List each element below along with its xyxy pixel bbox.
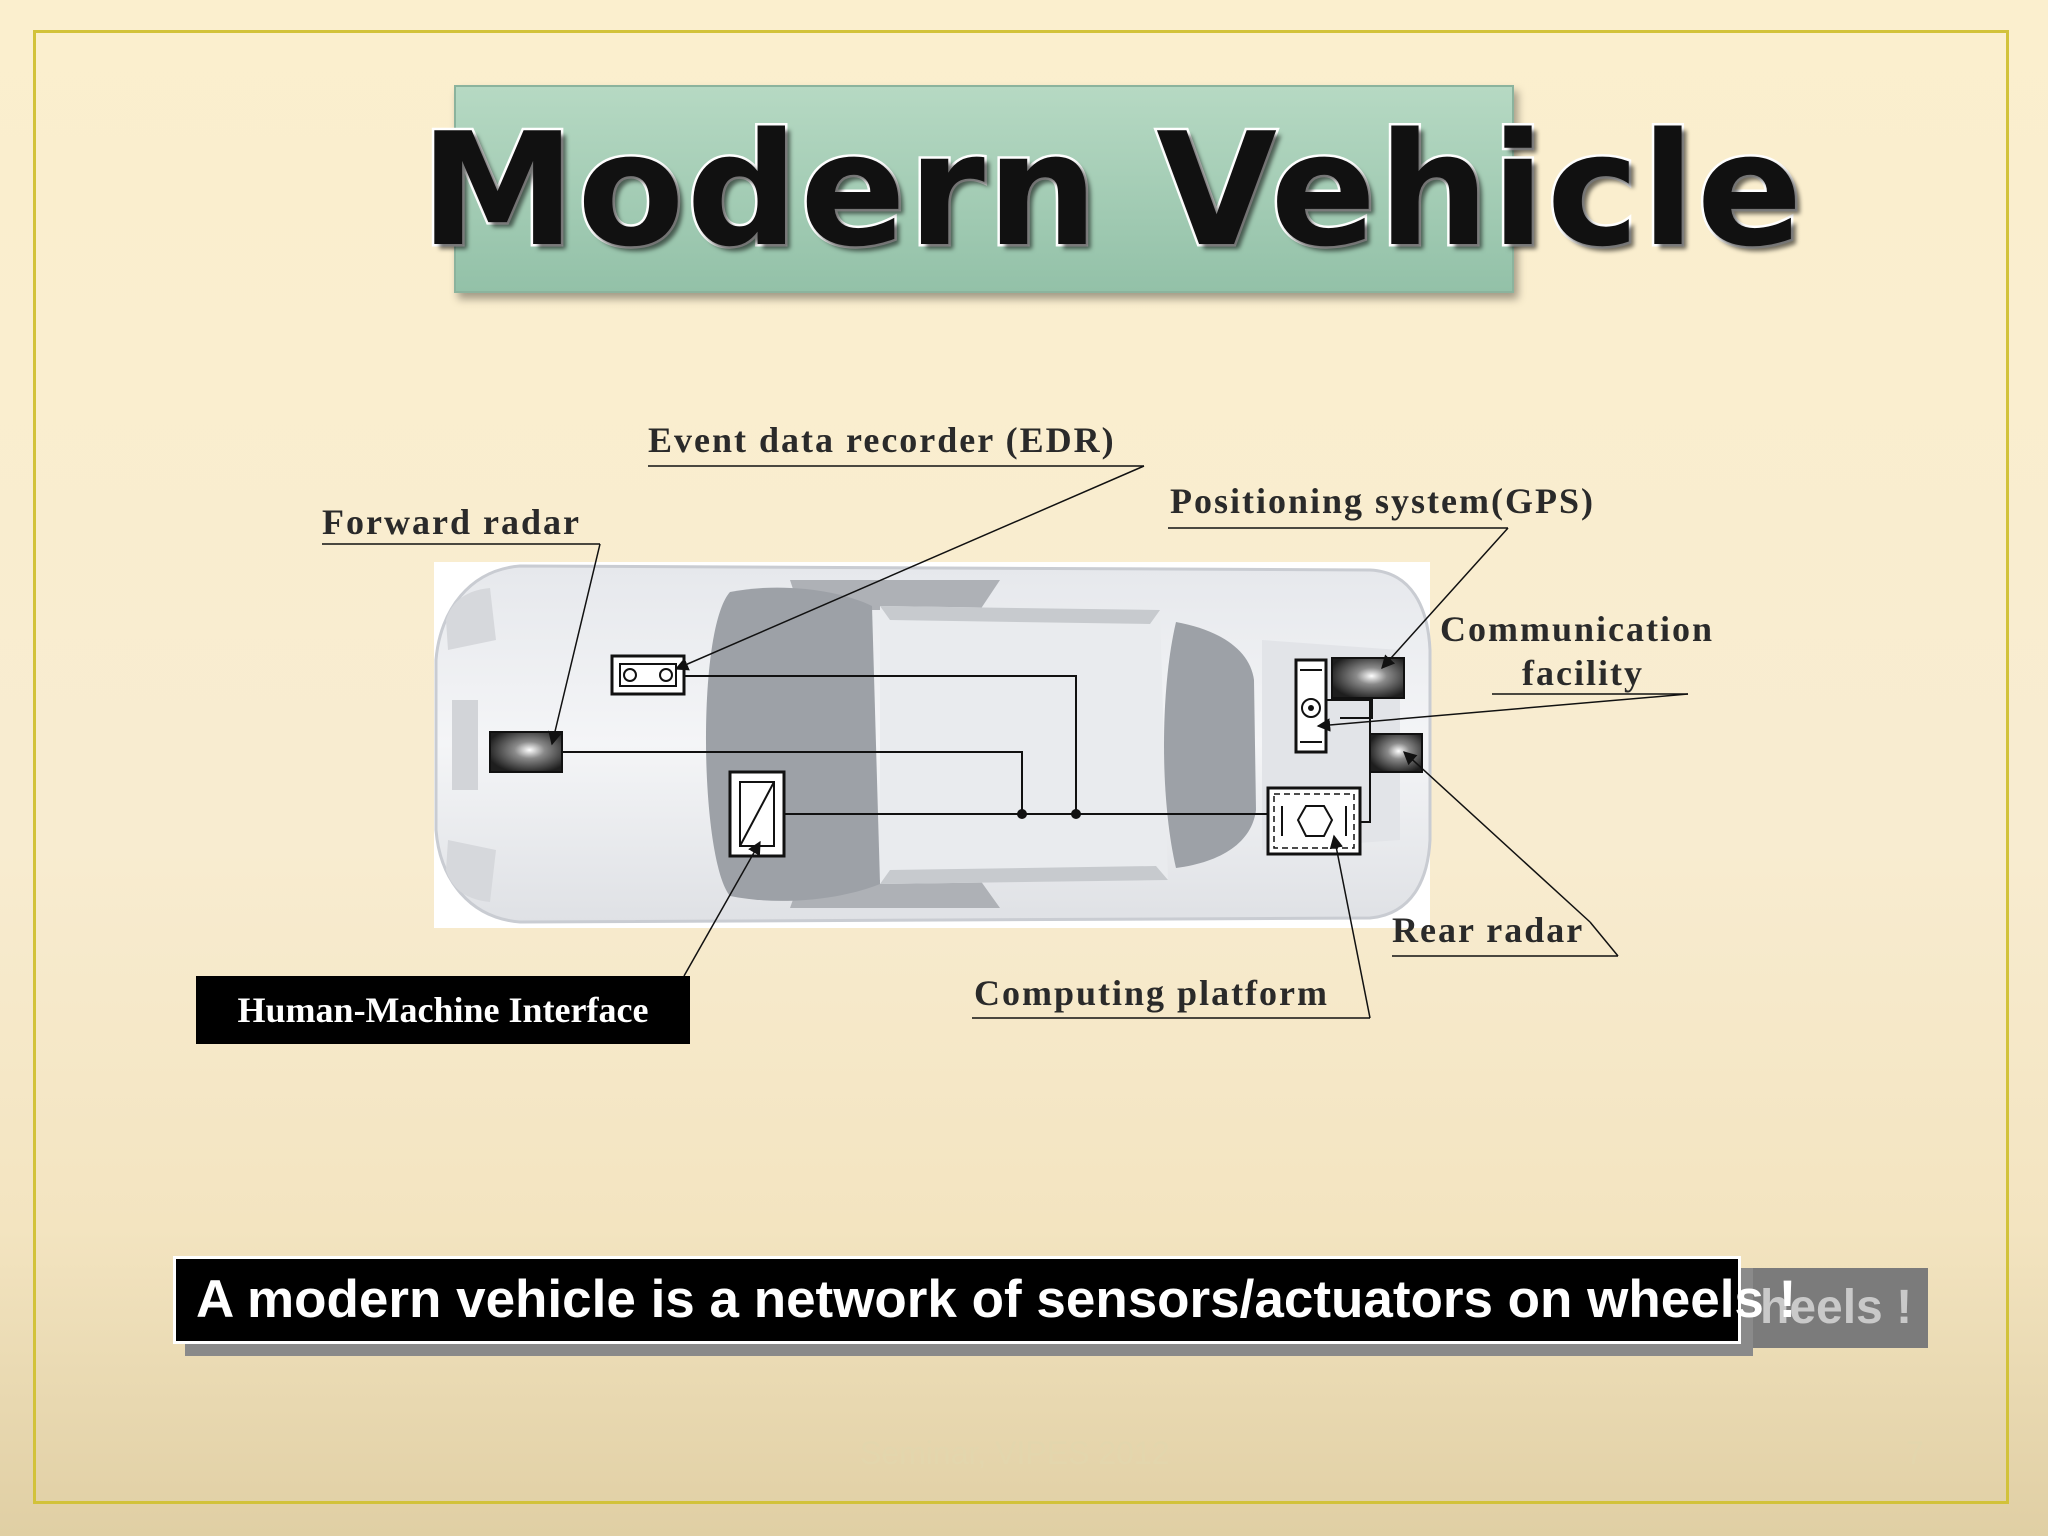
label-forward-radar: Forward radar [322,502,581,542]
rear-radar-box [1369,733,1423,773]
edr-device [610,654,686,696]
banner-shadow-text: heels ! [1740,1268,1929,1348]
label-facility: facility [1522,653,1644,693]
label-edr: Event data recorder (EDR) [648,420,1116,460]
label-rear-radar: Rear radar [1392,910,1585,950]
label-hmi: Human-Machine Interface [196,976,690,1044]
footer-text: Seminar, VIPES 2012 [860,1435,1170,1471]
label-communication: Communication [1440,609,1715,649]
label-underlines [322,465,1688,1019]
computing-platform-device [1266,786,1362,856]
communication-facility-box [1331,657,1405,699]
page-number: 7 [1906,1435,1924,1471]
summary-banner: A modern vehicle is a network of sensors… [173,1256,1796,1344]
leader-lines [548,465,1689,1019]
title-box [454,85,1514,293]
car-top-view [434,564,1432,924]
slide-frame [33,30,2009,1504]
label-gps: Positioning system(GPS) [1170,481,1596,521]
gps-device [1294,658,1328,754]
hmi-display [728,770,786,858]
label-computing-platform: Computing platform [974,973,1330,1013]
wire-junction [1071,809,1081,819]
forward-radar-box [489,731,563,773]
wire-junction [1017,809,1027,819]
